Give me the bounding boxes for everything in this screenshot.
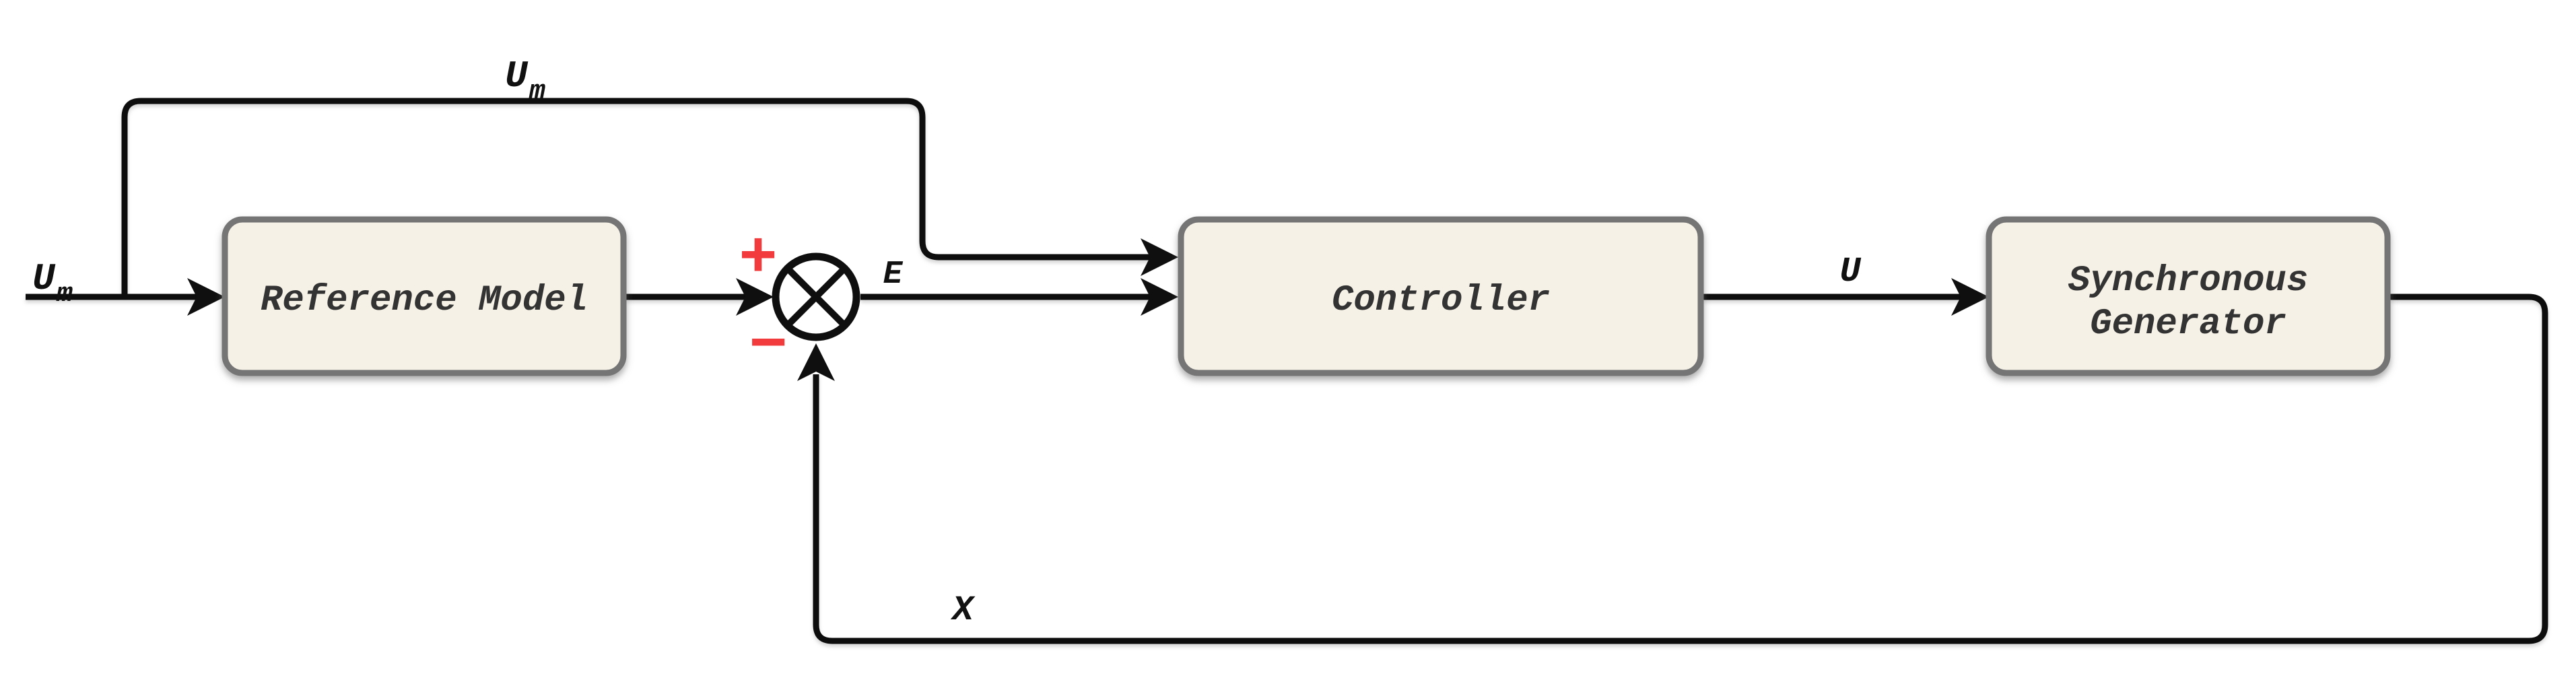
control-signal-label: U bbox=[1839, 252, 1861, 291]
wire-feedback-bottom-x bbox=[813, 294, 2548, 644]
wires-group bbox=[26, 98, 2548, 644]
error-signal-label: E bbox=[883, 256, 904, 293]
summing-junction-cross-icon bbox=[785, 266, 847, 328]
arrowhead-top-into-controller-icon bbox=[1141, 238, 1178, 276]
controller-label: Controller bbox=[1332, 280, 1550, 321]
block-synchronous-generator bbox=[1986, 216, 2391, 376]
plus-sign-label: + bbox=[739, 222, 778, 296]
blocks-group bbox=[222, 216, 2391, 376]
summing-signs-group: + − bbox=[739, 222, 788, 383]
signal-labels-group: U m U m E U X bbox=[32, 55, 1861, 630]
input-signal-label: U bbox=[32, 257, 56, 300]
arrowheads-group bbox=[187, 238, 1989, 381]
block-controller bbox=[1178, 216, 1704, 376]
synchronous-generator-label-line2: Generator bbox=[2090, 304, 2286, 345]
reference-model-label: Reference Model bbox=[261, 280, 588, 321]
wire-feedback-top-um bbox=[121, 98, 1153, 297]
block-labels-group: Reference Model Controller Synchronous G… bbox=[261, 261, 2308, 345]
state-feedback-signal-label: X bbox=[950, 590, 976, 630]
arrowhead-into-summing-junction-icon bbox=[736, 278, 774, 316]
input-signal-subscript: m bbox=[56, 279, 73, 310]
arrowhead-into-reference-model-icon bbox=[187, 278, 225, 316]
feedback-top-signal-subscript: m bbox=[529, 77, 545, 107]
arrowhead-error-into-controller-icon bbox=[1141, 278, 1178, 316]
arrowhead-feedback-into-summing-junction-icon bbox=[797, 343, 835, 381]
summing-junction bbox=[772, 252, 860, 341]
synchronous-generator-label-line1: Synchronous bbox=[2068, 261, 2308, 302]
minus-sign-label: − bbox=[749, 310, 788, 383]
block-reference-model bbox=[222, 216, 627, 376]
feedback-top-signal-label: U bbox=[505, 55, 529, 98]
arrowhead-into-generator-icon bbox=[1951, 278, 1989, 316]
